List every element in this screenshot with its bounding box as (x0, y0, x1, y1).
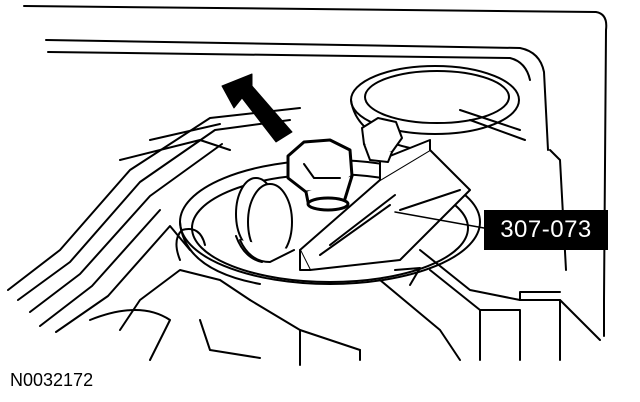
tool-number-callout: 307-073 (484, 210, 608, 250)
round-cover (350, 65, 526, 149)
large-hex-bolt (286, 138, 354, 212)
arrow-icon (221, 73, 293, 143)
figure-id: N0032172 (10, 370, 94, 390)
small-bolt (361, 117, 403, 163)
special-tool-block (299, 139, 471, 271)
lower-right-block (379, 249, 601, 361)
left-bracket (7, 107, 361, 366)
case-housing (23, 5, 608, 337)
callout-leader-line (394, 211, 485, 229)
servo-pistons (235, 177, 295, 263)
